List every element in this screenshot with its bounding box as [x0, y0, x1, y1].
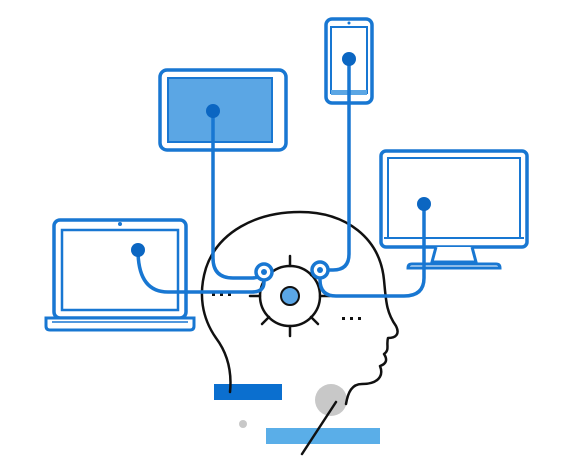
bar-dark-icon	[214, 384, 282, 400]
bar-light-icon	[266, 428, 380, 444]
gray-dot-small-bottom	[239, 420, 247, 428]
tablet-icon	[158, 68, 288, 152]
phone-node	[342, 52, 356, 66]
monitor-node	[417, 197, 431, 211]
connector-node-icon	[131, 52, 431, 257]
head-icon	[200, 210, 399, 456]
head-connector-nodes	[254, 260, 330, 282]
gray-dot-large	[315, 384, 347, 416]
laptop-icon	[44, 218, 196, 332]
connection-cables	[136, 58, 426, 298]
monitor-icon	[379, 149, 529, 270]
dotted-indicator-left	[212, 293, 231, 296]
dotted-indicator-right	[342, 317, 361, 320]
tablet-node	[206, 104, 220, 118]
gear-icon	[248, 254, 332, 338]
laptop-node	[131, 243, 145, 257]
